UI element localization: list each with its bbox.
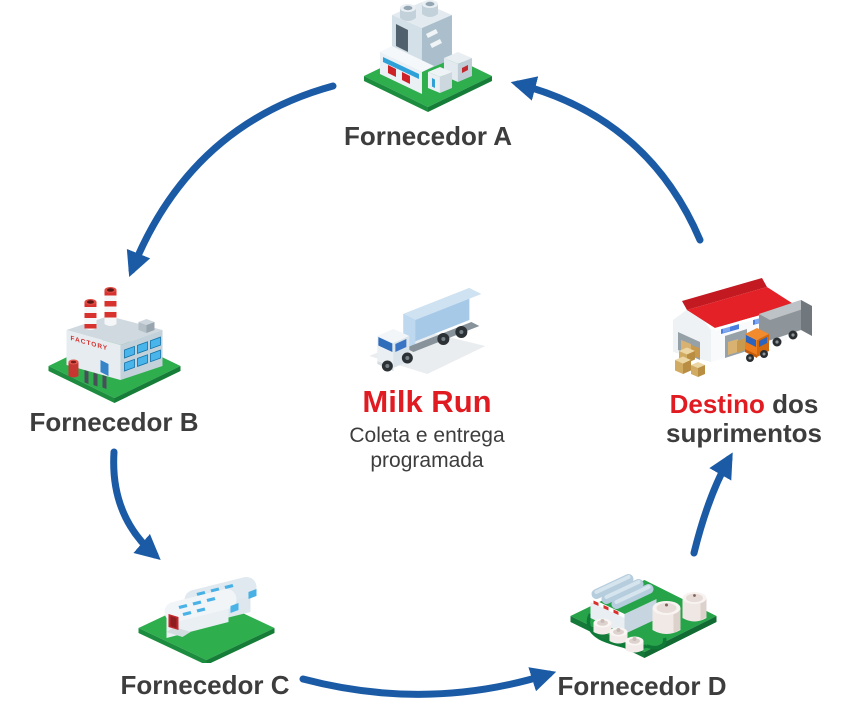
destino-line2: suprimentos [665,418,823,449]
node-destino: Destino dos suprimentos [665,264,823,448]
factory-icon [363,0,492,112]
node-label-destino: Destino dos suprimentos [665,389,823,449]
milk-run-title: Milk Run [362,384,492,419]
node-fornecedor-a: Fornecedor A [344,0,512,151]
milk-run-subtitle-line1: Coleta e entrega [349,423,505,447]
node-fornecedor-d: Fornecedor D [557,558,727,701]
warehouse-icon [138,577,275,663]
arrow-b-to-c [110,448,161,560]
node-label-fornecedor-b: Fornecedor B [29,407,199,437]
node-label-fornecedor-d: Fornecedor D [557,671,727,701]
arrow-c-to-d [299,667,557,698]
milk-run-subtitle: Coleta e entrega programada [349,423,504,474]
node-label-fornecedor-a: Fornecedor A [343,121,513,151]
destino-accent-text: Destino [669,389,765,419]
node-fornecedor-c: Fornecedor C [120,566,290,700]
delivery-truck-icon [369,288,485,374]
factory-chimneys-icon: FACTORY [48,287,180,403]
arrow-destino-to-a [510,76,704,244]
node-label-fornecedor-c: Fornecedor C [120,670,290,700]
arrow-a-to-b [126,82,337,278]
destino-rest-text: dos [772,389,819,419]
center-milk-run: Milk Run Coleta e entrega programada [349,284,505,474]
destination-warehouse-truck-icon [673,278,812,377]
industrial-plant-icon [570,574,716,658]
node-fornecedor-b: FACTORY Fornecedo [29,282,199,437]
milk-run-subtitle-line2: programada [370,449,484,473]
arrow-d-to-destino [690,452,733,557]
destino-line1: Destino dos [666,389,822,419]
